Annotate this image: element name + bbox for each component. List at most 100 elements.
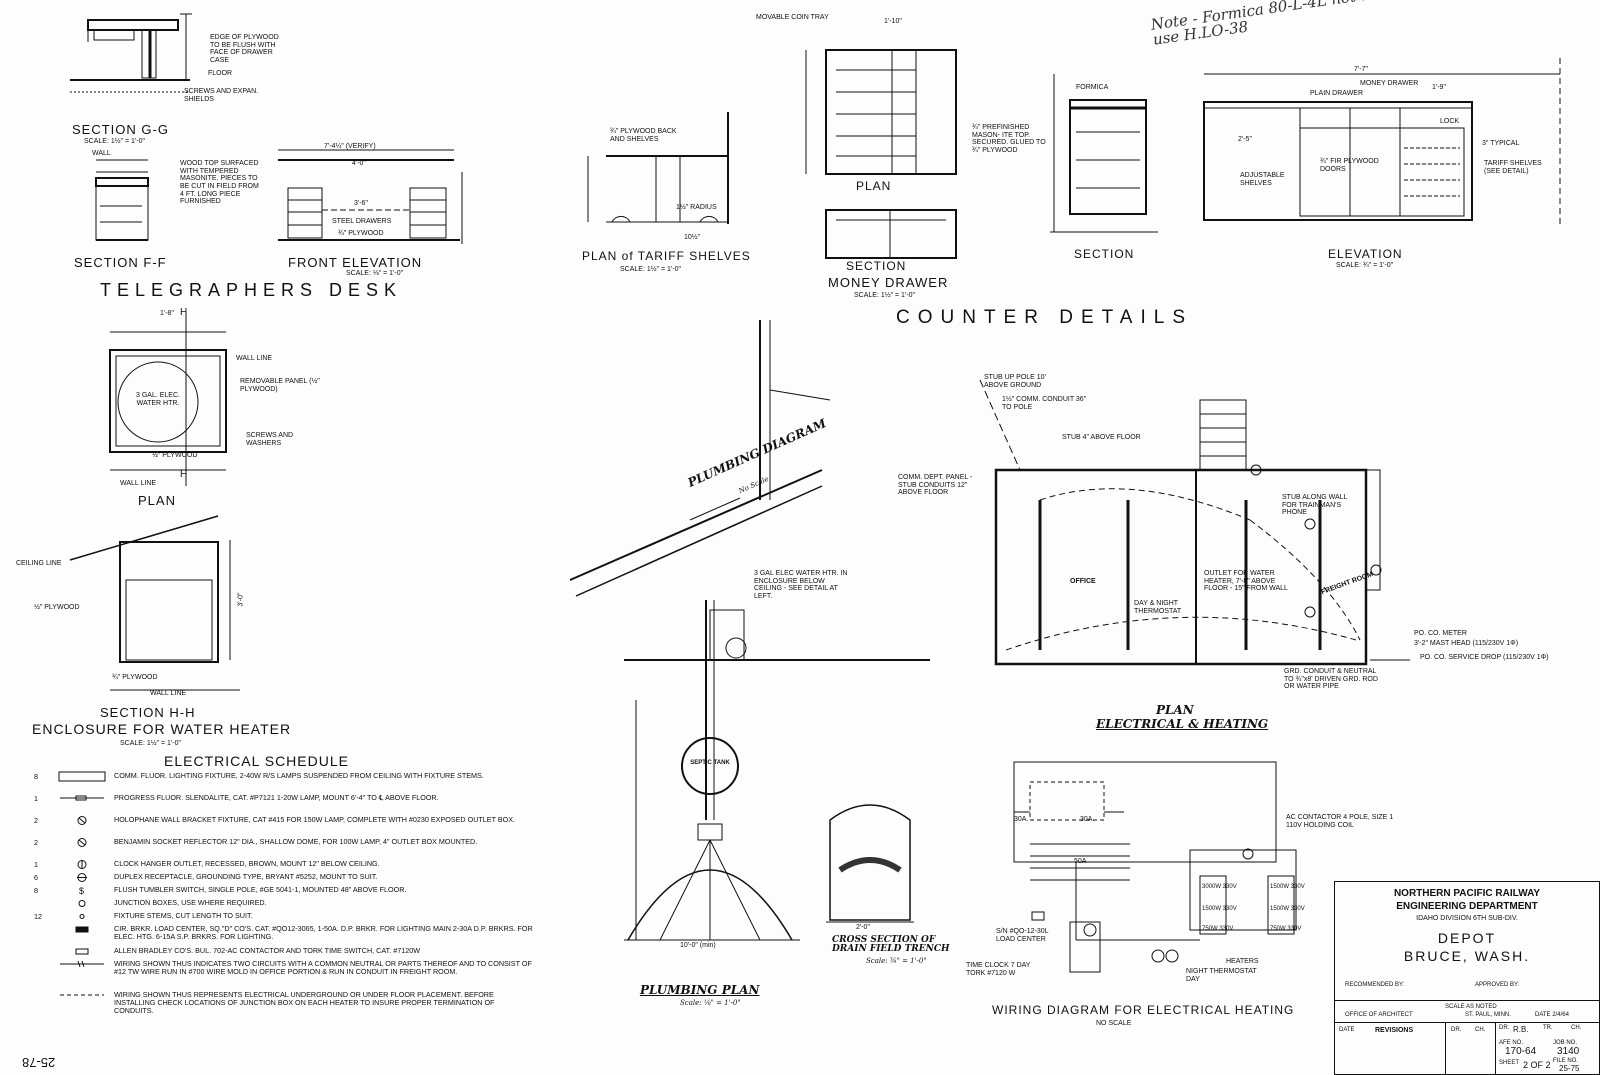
cross-section-title: CROSS SECTION OF DRAIN FIELD TRENCH — [832, 935, 950, 954]
electrical-plan-drawing — [979, 379, 1410, 666]
dim-4-0: 4'-0" — [352, 160, 366, 167]
project-location: BRUCE, WASH. — [1403, 948, 1531, 964]
lock-label: LOCK — [1440, 118, 1460, 125]
screws-washers-label: SCREWS AND WASHERS — [246, 432, 294, 447]
schedule-qty: 8 — [34, 886, 38, 895]
job-value: 3140 — [1557, 1046, 1580, 1057]
plumbing-diagram-drawing — [569, 320, 831, 597]
dim-10-min: 10'-0" (min) — [680, 942, 716, 949]
schedule-symbol-icon — [58, 959, 108, 970]
sheet-value: 2 OF 2 — [1523, 1060, 1551, 1070]
section-title: SECTION — [1074, 247, 1135, 261]
plumbing-plan-scale: Scale: ⅛" = 1'-0" — [680, 999, 741, 1007]
afe-value: 170-64 — [1505, 1046, 1537, 1057]
title-block: NORTHERN PACIFIC RAILWAY ENGINEERING DEP… — [1334, 881, 1600, 1075]
heater-value: 1500W 330V — [1202, 906, 1237, 912]
breaker-30a-left: 30A. — [1014, 816, 1029, 823]
schedule-description: ALLEN BRADLEY CO'S. BUL. 702-AC CONTACTO… — [114, 946, 420, 955]
money-drawer-title: MONEY DRAWER — [828, 275, 949, 290]
plan-tariff-scale: SCALE: 1½" = 1'-0" — [620, 266, 681, 273]
scale-note: SCALE AS NOTED — [1445, 1004, 1497, 1010]
removable-panel-label: REMOVABLE PANEL (½" PLYWOOD) — [240, 378, 320, 393]
wiring-diagram-subtitle: NO SCALE — [1096, 1020, 1132, 1027]
schedule-symbol-icon — [58, 924, 108, 935]
file-label: FILE NO. — [1553, 1058, 1579, 1064]
heater-value: 3000W 330V — [1202, 884, 1237, 890]
note-wall: WALL — [92, 150, 111, 157]
note-plywood-edge: EDGE OF PLYWOOD TO BE FLUSH WITH FACE OF… — [210, 34, 279, 65]
file-value: 25-75 — [1559, 1064, 1580, 1073]
money-drawer-elev-label: MONEY DRAWER — [1360, 80, 1419, 87]
schedule-description: HOLOPHANE WALL BRACKET FIXTURE, CAT #415… — [114, 815, 516, 824]
schedule-symbol-icon — [58, 911, 108, 922]
section-gg-title: SECTION G-G — [72, 122, 169, 137]
heater-value: 750W 330V — [1202, 926, 1234, 932]
schedule-symbol-icon: $ — [58, 885, 108, 896]
drain-trench-drawing — [826, 804, 914, 923]
elevation-scale: SCALE: ¾" = 1'-0" — [1336, 262, 1394, 269]
schedule-qty: 8 — [34, 772, 38, 781]
schedule-symbol-icon — [58, 990, 108, 1001]
section-hh-title: SECTION H-H — [100, 705, 196, 720]
breaker-30a-right: 30A. — [1080, 816, 1095, 823]
formica-note: FORMICA — [1076, 84, 1109, 91]
electrical-schedule-table: 8 COMM. FLUOR. LIGHTING FIXTURE, 2-40W R/… — [28, 771, 533, 1021]
three-quarter-plywood-label: ¾" PLYWOOD — [112, 674, 158, 681]
revision-date-header: DATE — [1339, 1027, 1355, 1033]
electrical-schedule-title: ELECTRICAL SCHEDULE — [164, 753, 349, 769]
mast-head-note: 3'-2" MAST HEAD (115/230V 1Φ) — [1414, 640, 1519, 647]
traced-by-label: TR. — [1543, 1025, 1553, 1031]
ceiling-line-label: CEILING LINE — [16, 560, 62, 567]
checked-by-label: CH. — [1571, 1025, 1582, 1031]
schedule-description: COMM. FLUOR. LIGHTING FIXTURE, 2-40W R/S… — [114, 771, 484, 780]
schedule-row: ALLEN BRADLEY CO'S. BUL. 702-AC CONTACTO… — [28, 946, 523, 959]
schedule-qty: 1 — [34, 860, 38, 869]
half-plywood-label: ½" PLYWOOD — [152, 452, 198, 459]
heater-label: 3 GAL. ELEC. WATER HTR. — [136, 392, 180, 408]
front-elevation-drawing — [278, 149, 463, 244]
drawing-date: DATE 2/4/64 — [1535, 1012, 1569, 1018]
schedule-description: PROGRESS FLUOR. SLENDALITE, CAT. #P7121 … — [114, 793, 439, 802]
service-drop-note: PO. CO. SERVICE DROP (115/230V 1Φ) — [1420, 654, 1549, 661]
sheet-label: SHEET — [1499, 1060, 1520, 1066]
drawn-by-value: R.B. — [1513, 1025, 1529, 1034]
night-thermostat-label: NIGHT THERMOSTAT DAY — [1186, 968, 1257, 983]
schedule-qty: 6 — [34, 873, 38, 882]
section-ff-title: SECTION F-F — [74, 255, 167, 270]
tariff-shelves-label: TARIFF SHELVES (SEE DETAIL) — [1484, 160, 1542, 175]
wall-line-label: WALL LINE — [236, 355, 273, 362]
dim-3-0: 3'-0" — [237, 592, 245, 607]
corner-stamp: 25-78 — [22, 1055, 56, 1070]
heater-value: 1500W 330V — [1270, 906, 1305, 912]
note-plywood-3-4: ¾" PLYWOOD — [338, 230, 384, 237]
drawn-by-label: DR. — [1499, 1025, 1510, 1031]
plan-tariff-title: PLAN of TARIFF SHELVES — [582, 249, 751, 263]
schedule-qty: 1 — [34, 794, 38, 803]
schedule-row: WIRING SHOWN THUS INDICATES TWO CIRCUITS… — [28, 959, 532, 990]
office-label: OFFICE — [1070, 578, 1096, 585]
schedule-symbol-icon — [58, 837, 108, 848]
ground-note: GRD. CONDUIT & NEUTRAL TO ¾"x8' DRIVEN G… — [1284, 668, 1378, 691]
h-marker-top: H — [180, 307, 188, 318]
plywood-back-note: ¾" PLYWOOD BACK AND SHELVES — [610, 128, 677, 143]
ac-contactor-note: AC CONTACTOR 4 POLE, SIZE 1 110V HOLDING… — [1286, 814, 1394, 829]
schedule-symbol-icon — [58, 793, 108, 804]
wiring-diagram-title: WIRING DIAGRAM FOR ELECTRICAL HEATING — [992, 1003, 1295, 1017]
note-steel-drawers: STEEL DRAWERS — [332, 218, 392, 225]
dim-2-5: 2'-5" — [1238, 136, 1252, 143]
typical-label: 3" TYPICAL — [1482, 140, 1520, 147]
telegraphers-desk-title: TELEGRAPHERS DESK — [100, 280, 403, 300]
section-gg-scale: SCALE: 1½" = 1'-0" — [84, 138, 145, 145]
water-heater-plan-title: PLAN — [138, 493, 176, 508]
po-meter-note: PO. CO. METER — [1414, 630, 1467, 637]
revisions-header: REVISIONS — [1375, 1027, 1414, 1034]
schedule-description: BENJAMIN SOCKET REFLECTOR 12" DIA., SHAL… — [114, 837, 478, 846]
schedule-symbol-icon — [58, 771, 108, 782]
office-of-architect: OFFICE OF ARCHITECT — [1345, 1012, 1413, 1018]
schedule-row: CIR. BRKR. LOAD CENTER, SQ."D" CO'S. CAT… — [28, 924, 533, 946]
movable-coin-tray-label: MOVABLE COIN TRAY — [756, 14, 829, 21]
svg-text:$: $ — [79, 886, 84, 896]
